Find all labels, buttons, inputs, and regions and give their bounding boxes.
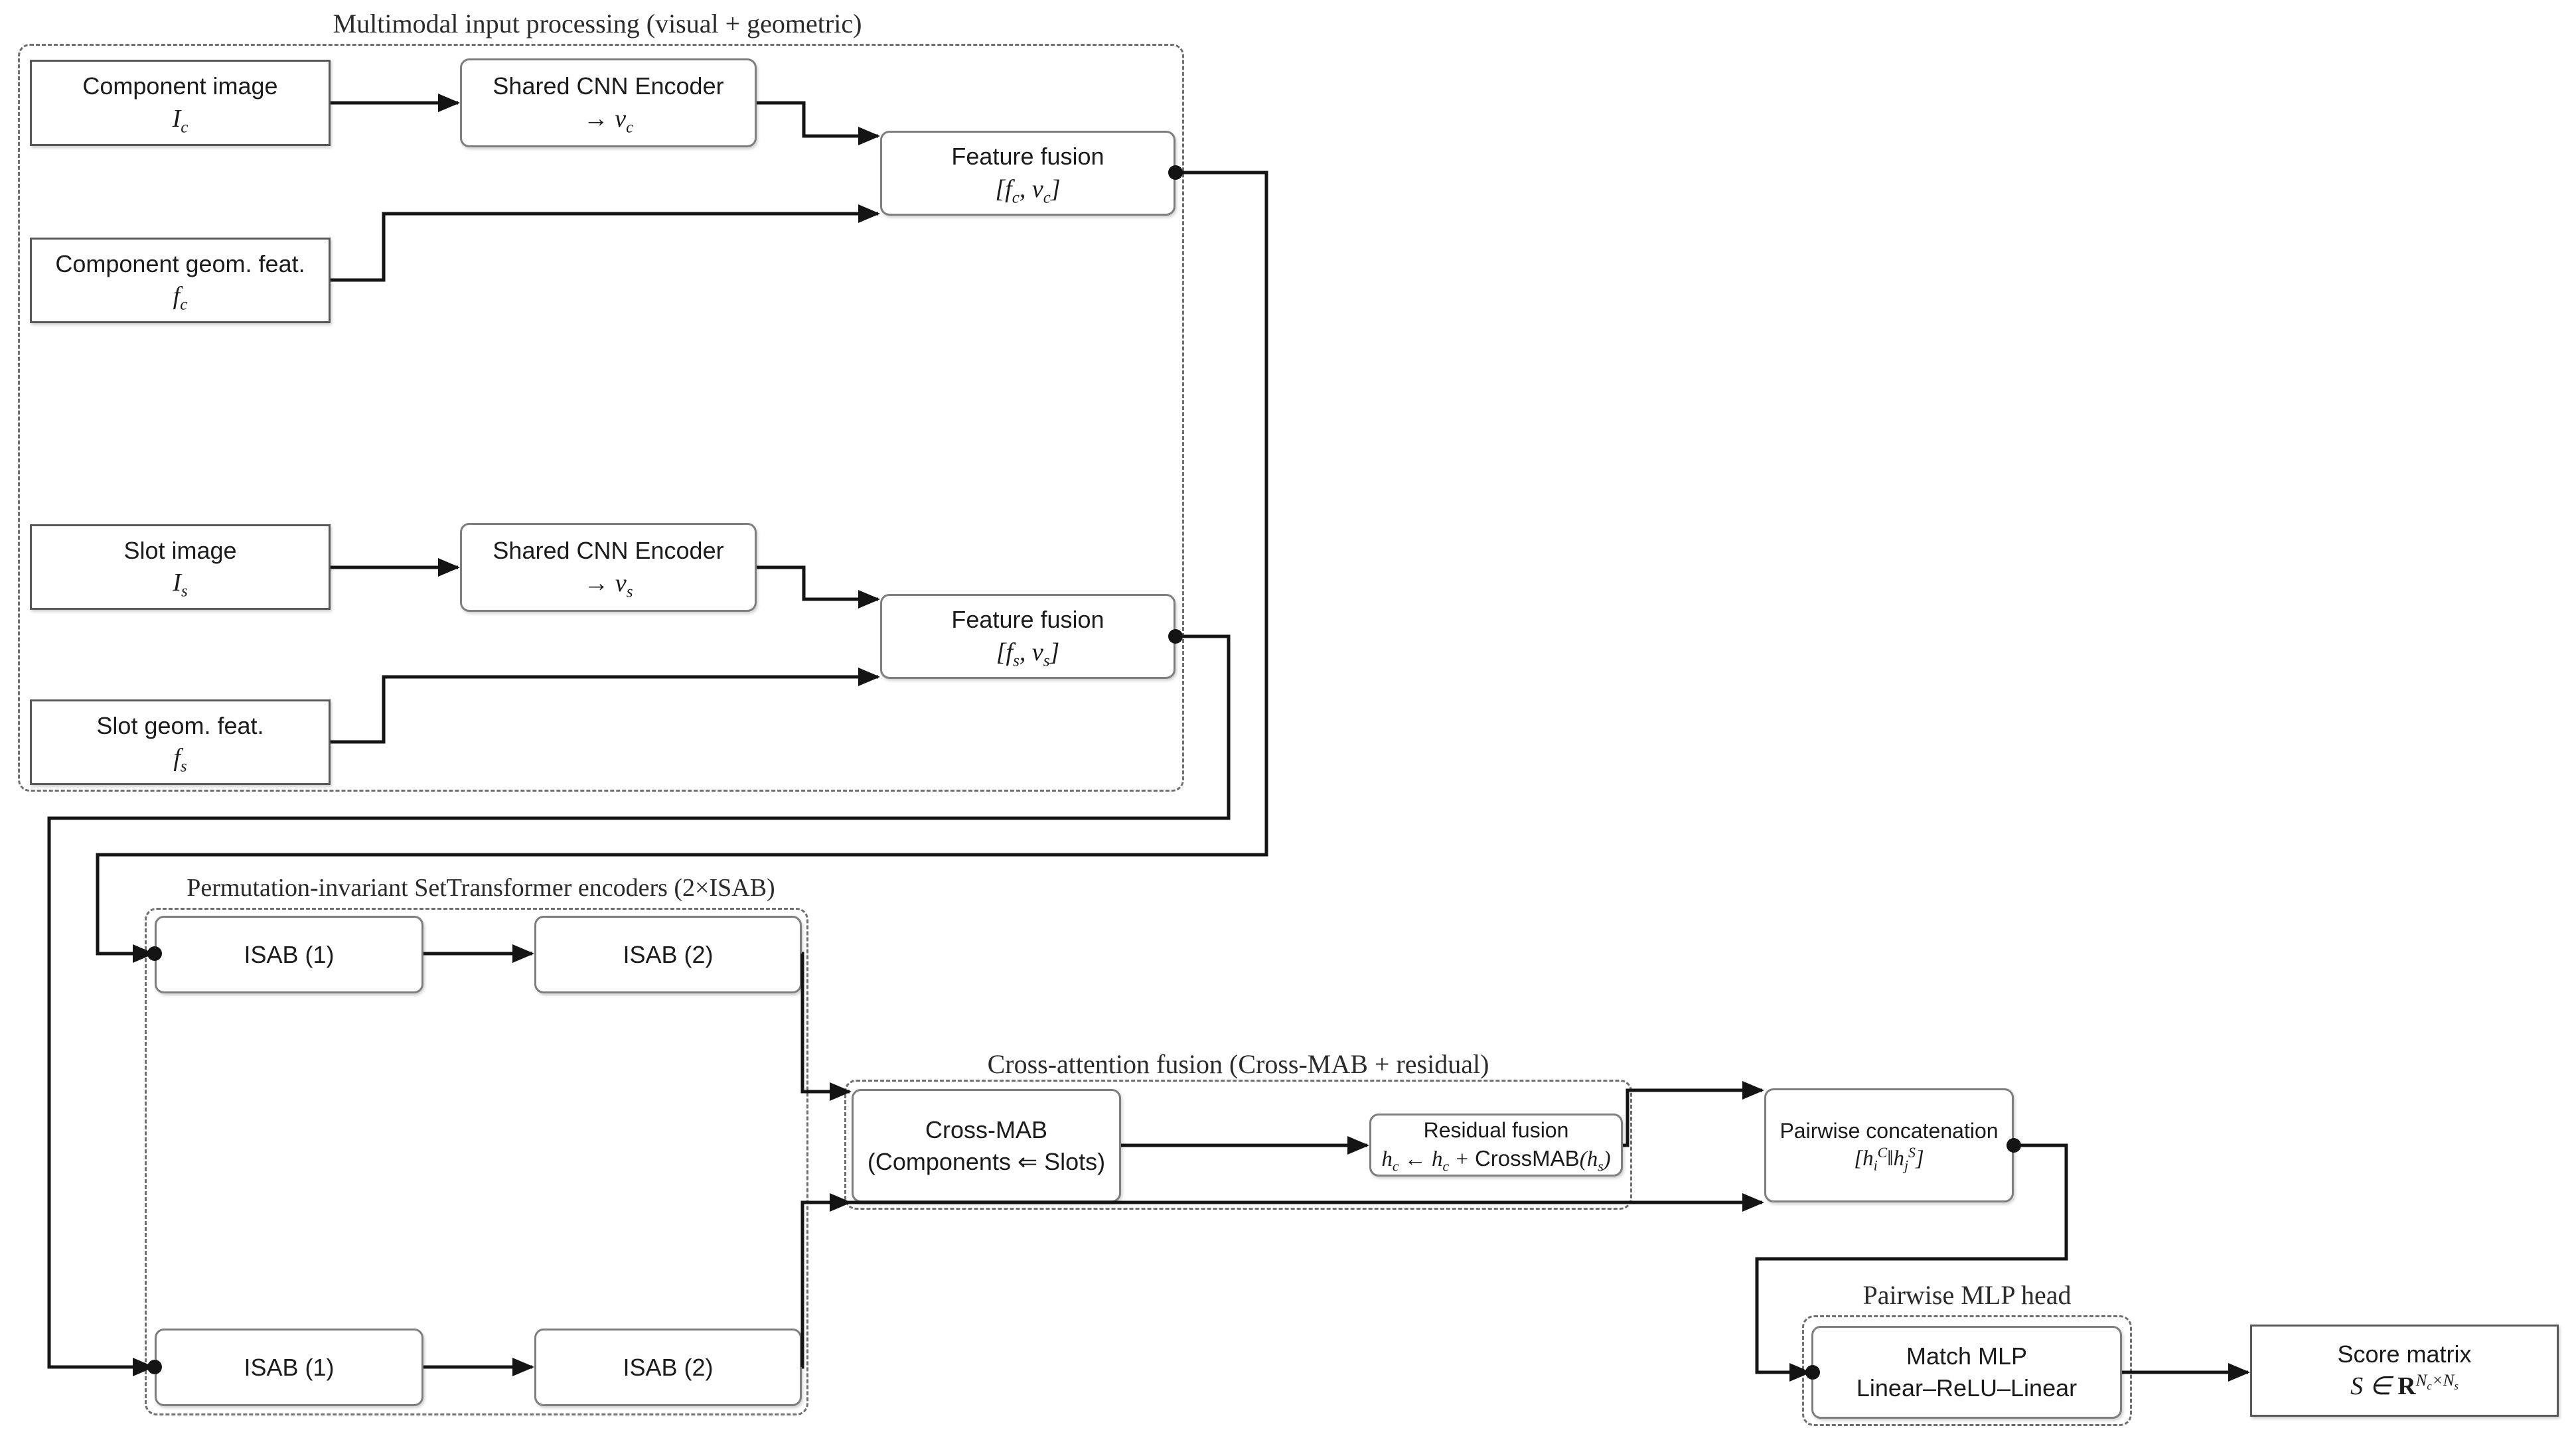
group-title-cross-attention: Cross-attention fusion (Cross-MAB + resi… xyxy=(987,1049,1489,1079)
match-mlp-label: Match MLP xyxy=(1906,1342,2028,1370)
residual-fusion-math: hc ← hc + CrossMAB(hs) xyxy=(1381,1145,1611,1175)
match-mlp-layers: Linear–ReLU–Linear xyxy=(1856,1374,2078,1402)
slot-geom-feat-box: Slot geom. feat. fs xyxy=(30,699,331,785)
component-image-math: Ic xyxy=(172,104,189,137)
slot-image-math: Is xyxy=(173,569,188,601)
cnn-encoder-components-label: Shared CNN Encoder xyxy=(492,72,724,100)
feature-fusion-components-math: [fc, vc] xyxy=(995,175,1061,207)
slot-geom-feat-label: Slot geom. feat. xyxy=(96,711,264,739)
pairwise-concat-label: Pairwise concatenation xyxy=(1780,1119,1999,1143)
cnn-encoder-slots-box: Shared CNN Encoder → vs xyxy=(460,523,757,612)
group-title-settransformer: Permutation-invariant SetTransformer enc… xyxy=(187,874,775,902)
cnn-encoder-slots-label: Shared CNN Encoder xyxy=(492,537,724,565)
cross-mab-label: Cross-MAB xyxy=(925,1116,1047,1143)
slot-image-box: Slot image Is xyxy=(30,524,331,610)
match-mlp-box: Match MLP Linear–ReLU–Linear xyxy=(1811,1326,2122,1419)
cnn-encoder-components-math: → vc xyxy=(583,104,634,137)
isab2-components-box: ISAB (2) xyxy=(534,916,802,993)
isab2-components-label: ISAB (2) xyxy=(623,940,714,968)
isab1-slots-box: ISAB (1) xyxy=(155,1329,423,1406)
component-image-label: Component image xyxy=(82,72,278,100)
cnn-encoder-slots-math: → vs xyxy=(583,569,633,601)
score-matrix-label: Score matrix xyxy=(2337,1340,2472,1368)
feature-fusion-components-box: Feature fusion [fc, vc] xyxy=(880,131,1175,216)
isab1-components-box: ISAB (1) xyxy=(155,916,423,993)
component-geom-feat-box: Component geom. feat. fc xyxy=(30,238,331,323)
score-matrix-box: Score matrix S ∈ RNc×Ns xyxy=(2250,1325,2559,1417)
group-title-mlp-head: Pairwise MLP head xyxy=(1862,1280,2072,1310)
component-geom-feat-label: Component geom. feat. xyxy=(55,250,305,277)
feature-fusion-slots-label: Feature fusion xyxy=(951,606,1104,634)
slot-geom-feat-math: fs xyxy=(173,744,187,776)
isab2-slots-label: ISAB (2) xyxy=(623,1353,714,1381)
cross-mab-box: Cross-MAB (Components ⇐ Slots) xyxy=(852,1089,1121,1202)
isab1-components-label: ISAB (1) xyxy=(244,940,335,968)
score-matrix-math: S ∈ RNc×Ns xyxy=(2350,1371,2459,1401)
pairwise-concat-math: [hiC‖hjS] xyxy=(1854,1145,1924,1174)
residual-fusion-label: Residual fusion xyxy=(1423,1117,1569,1142)
component-image-box: Component image Ic xyxy=(30,60,331,146)
feature-fusion-slots-math: [fs, vs] xyxy=(996,638,1060,670)
residual-fusion-box: Residual fusion hc ← hc + CrossMAB(hs) xyxy=(1369,1114,1623,1177)
feature-fusion-components-label: Feature fusion xyxy=(951,143,1104,171)
group-title-multimodal: Multimodal input processing (visual + ge… xyxy=(333,9,862,38)
cnn-encoder-components-box: Shared CNN Encoder → vc xyxy=(460,58,757,147)
cross-mab-direction: (Components ⇐ Slots) xyxy=(867,1147,1106,1175)
slot-image-label: Slot image xyxy=(123,536,237,564)
isab2-slots-box: ISAB (2) xyxy=(534,1329,802,1406)
isab1-slots-label: ISAB (1) xyxy=(244,1353,335,1381)
pairwise-concat-box: Pairwise concatenation [hiC‖hjS] xyxy=(1764,1088,2014,1202)
feature-fusion-slots-box: Feature fusion [fs, vs] xyxy=(880,594,1175,679)
component-geom-feat-math: fc xyxy=(173,282,188,314)
